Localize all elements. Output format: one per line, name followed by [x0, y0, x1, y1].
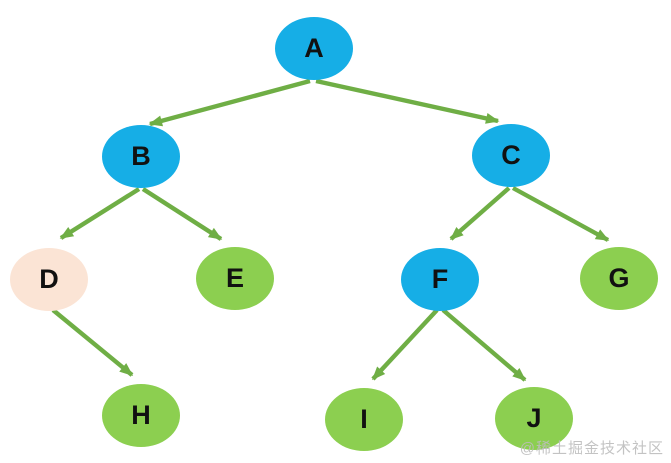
node-J: J: [495, 387, 573, 450]
node-label-I: I: [360, 404, 368, 434]
node-label-E: E: [225, 263, 244, 293]
node-A: A: [275, 17, 353, 80]
node-label-J: J: [526, 403, 542, 433]
edge-F-J: [441, 308, 527, 382]
edge-F-I: [371, 308, 439, 381]
node-label-D: D: [39, 264, 59, 294]
watermark: @稀土掘金技术社区: [519, 440, 664, 457]
node-label-C: C: [501, 140, 521, 170]
node-F: F: [401, 248, 479, 311]
node-label-A: A: [304, 33, 324, 63]
node-G: G: [580, 247, 658, 310]
edge-D-H: [51, 308, 134, 377]
edge-C-G: [511, 186, 610, 242]
edge-A-C: [315, 78, 500, 124]
node-D: D: [10, 248, 88, 311]
node-C: C: [472, 124, 550, 187]
edge-C-F: [449, 186, 511, 241]
node-label-F: F: [431, 264, 449, 294]
node-label-G: G: [608, 263, 630, 293]
node-I: I: [325, 388, 403, 451]
node-label-H: H: [131, 400, 151, 430]
node-label-B: B: [131, 141, 151, 171]
node-B: B: [102, 125, 180, 188]
node-H: H: [102, 384, 180, 447]
edge-A-B: [148, 78, 311, 127]
node-E: E: [196, 247, 274, 310]
edge-B-E: [141, 187, 223, 241]
edge-B-D: [59, 187, 141, 240]
